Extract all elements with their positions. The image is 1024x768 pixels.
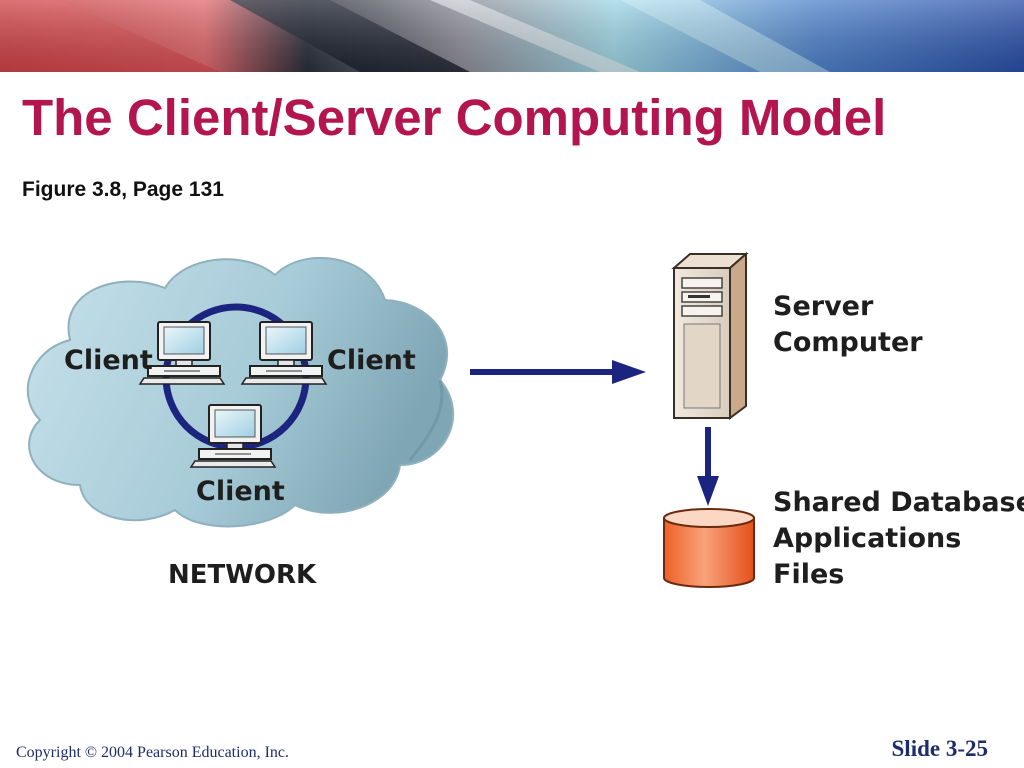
server-tower-icon	[671, 251, 749, 420]
copyright-notice: Copyright © 2004 Pearson Education, Inc.	[16, 744, 289, 761]
client-label: Client	[327, 345, 416, 376]
slide-number: Slide 3-25	[891, 736, 988, 761]
network-cloud	[26, 256, 455, 528]
client-label: Client	[196, 476, 285, 507]
database-cylinder-icon	[663, 508, 755, 588]
server-to-database-arrow	[697, 427, 719, 506]
slide-title: The Client/Server Computing Model	[22, 89, 887, 146]
client-label: Client	[64, 345, 153, 376]
header-banner-image	[0, 0, 1024, 72]
server-label-line: Server	[773, 291, 874, 322]
network-label: NETWORK	[168, 560, 317, 590]
storage-label-line: Files	[773, 559, 845, 590]
network-to-server-arrow	[470, 360, 646, 384]
figure-reference: Figure 3.8, Page 131	[22, 178, 224, 201]
storage-label-line: Applications	[773, 523, 962, 554]
client-server-diagram: Client Client Client NETWORK Server Comp…	[0, 230, 1024, 610]
server-label-line: Computer	[773, 327, 923, 358]
storage-label-line: Shared Database	[773, 487, 1024, 518]
